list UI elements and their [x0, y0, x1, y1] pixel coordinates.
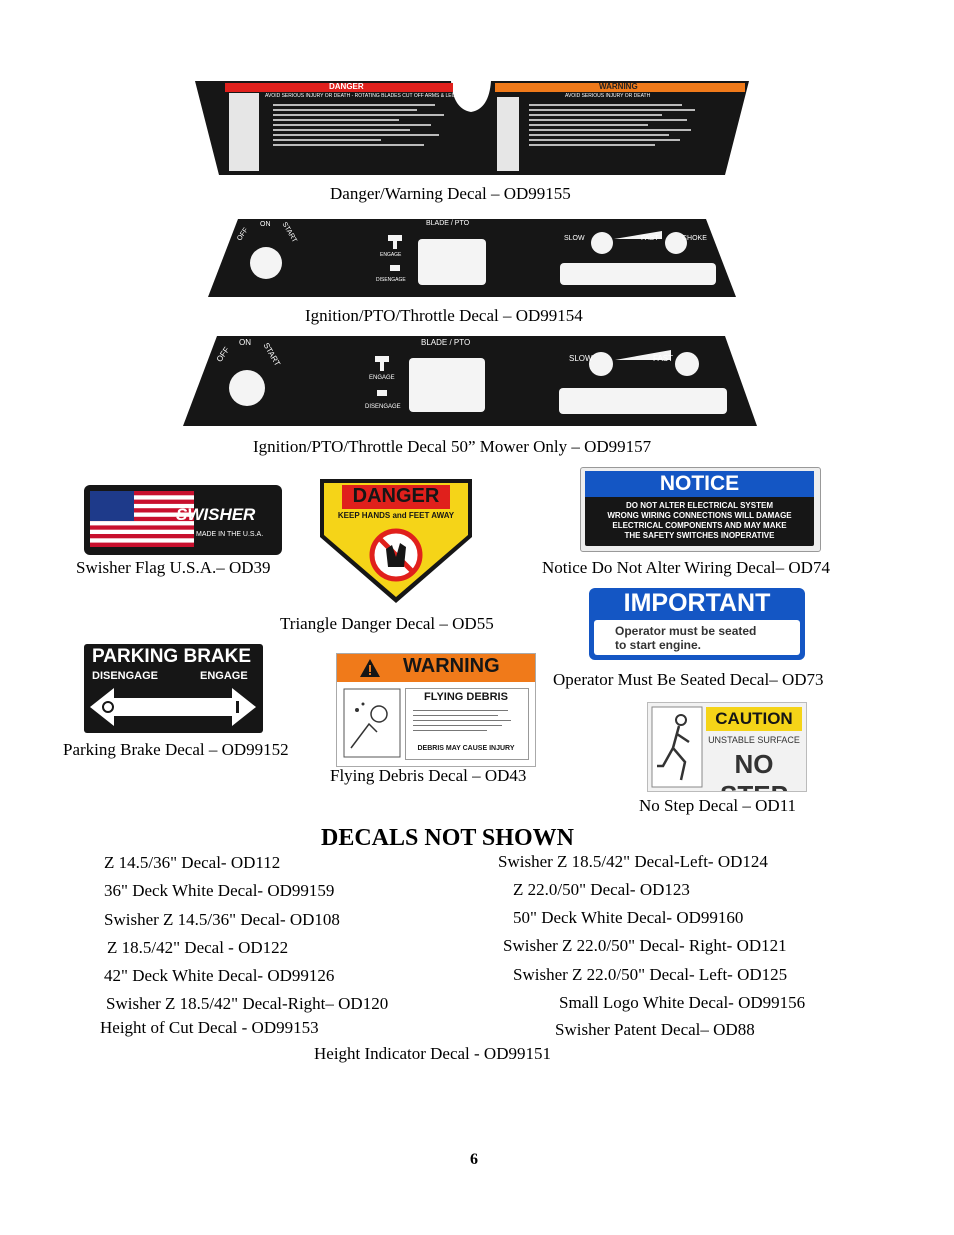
ignition-throttle-50-decal: OFF ON START BLADE / PTO ENGAGE DISENGAG…	[181, 334, 759, 428]
notice-caption: Notice Do Not Alter Wiring Decal– OD74	[542, 558, 830, 577]
ign-a-on: ON	[260, 221, 271, 228]
nostep-header: CAUTION	[706, 707, 802, 731]
ign-b-engage: ENGAGE	[369, 375, 395, 381]
notice-line-3: ELECTRICAL COMPONENTS AND MAY MAKE	[612, 521, 787, 530]
nostep-sub: UNSTABLE SURFACE	[708, 735, 800, 745]
ign-b-on: ON	[239, 338, 251, 347]
us-flag-icon	[90, 491, 194, 547]
notice-decal: NOTICE DO NOT ALTER ELECTRICAL SYSTEM WR…	[580, 467, 821, 552]
warning-triangle-icon	[360, 659, 380, 677]
ignition-a-caption: Ignition/PTO/Throttle Decal – OD99154	[305, 306, 583, 325]
not-shown-right-2: Z 22.0/50" Decal- OD123	[513, 880, 690, 899]
swisher-flag-decal: SWISHER MADE IN THE U.S.A.	[84, 485, 282, 555]
flag-brand: SWISHER	[176, 505, 256, 524]
flying-debris-icon	[343, 688, 401, 758]
person-stepping-icon	[651, 706, 703, 788]
ign-b-slow: SLOW	[569, 354, 593, 363]
ign-a-disengage: DISENGAGE	[376, 277, 406, 283]
ignition-b-caption: Ignition/PTO/Throttle Decal 50” Mower On…	[253, 437, 652, 456]
flying-debris-decal: WARNING FLYING DEBRIS DEBRIS MAY CAUSE I…	[336, 653, 536, 767]
flying-title: FLYING DEBRIS	[424, 691, 508, 703]
ign-a-fast: FAST	[641, 235, 659, 242]
flying-header: WARNING	[403, 655, 500, 677]
parking-disengage: DISENGAGE	[92, 670, 159, 682]
important-line-2: to start engine.	[615, 638, 702, 652]
triangle-caption: Triangle Danger Decal – OD55	[280, 614, 494, 633]
warning-bullets	[529, 101, 709, 149]
double-arrow-icon	[90, 688, 256, 726]
danger-header: DANGER	[329, 82, 364, 91]
important-caption: Operator Must Be Seated Decal– OD73	[553, 670, 824, 689]
ign-a-blade-pto: BLADE / PTO	[426, 220, 470, 227]
not-shown-last: Height Indicator Decal - OD99151	[314, 1044, 551, 1063]
ign-b-fast: FAST	[653, 354, 674, 363]
important-body	[594, 620, 800, 655]
ign-b-disengage: DISENGAGE	[365, 404, 401, 410]
ign-a-engage: ENGAGE	[380, 252, 402, 258]
not-shown-right-1: Swisher Z 18.5/42" Decal-Left- OD124	[498, 852, 768, 871]
ignition-decal-shape	[208, 219, 736, 297]
important-line-1: Operator must be seated	[615, 624, 757, 638]
parking-header: PARKING BRAKE	[92, 646, 252, 667]
not-shown-left-1: Z 14.5/36" Decal- OD112	[104, 853, 281, 872]
triangle-sub: KEEP HANDS and FEET AWAY	[337, 511, 455, 520]
not-shown-right-5: Swisher Z 22.0/50" Decal- Left- OD125	[513, 965, 788, 984]
not-shown-left-6: Swisher Z 18.5/42" Decal-Right– OD120	[106, 994, 389, 1013]
not-shown-left-3: Swisher Z 14.5/36" Decal- OD108	[104, 910, 340, 929]
notice-line-4: THE SAFETY SWITCHES INOPERATIVE	[624, 531, 775, 540]
notice-line-1: DO NOT ALTER ELECTRICAL SYSTEM	[626, 501, 773, 510]
not-shown-left-7: Height of Cut Decal - OD99153	[100, 1018, 319, 1037]
not-shown-left-5: 42" Deck White Decal- OD99126	[104, 966, 335, 985]
nostep-main: NO STEP	[720, 749, 788, 791]
ign-b-blade-pto: BLADE / PTO	[421, 338, 471, 347]
warning-header: WARNING	[599, 82, 638, 91]
ignition-50-decal-shape	[183, 336, 757, 426]
not-shown-left-4: Z 18.5/42" Decal - OD122	[107, 938, 289, 957]
not-shown-right-7: Swisher Patent Decal– OD88	[555, 1020, 755, 1039]
triangle-danger-decal: DANGER KEEP HANDS and FEET AWAY	[316, 475, 476, 605]
ignition-throttle-decal: OFF ON START BLADE / PTO ENGAGE DISENGAG…	[206, 217, 738, 299]
notice-line-2: WRONG WIRING CONNECTIONS WILL DAMAGE	[607, 511, 792, 520]
danger-warning-caption: Danger/Warning Decal – OD99155	[330, 184, 571, 203]
not-shown-left-2: 36" Deck White Decal- OD99159	[104, 881, 335, 900]
ign-a-choke: CHOKE	[682, 235, 707, 242]
page-number: 6	[470, 1151, 478, 1168]
important-header: IMPORTANT	[623, 589, 771, 617]
flying-footer: DEBRIS MAY CAUSE INJURY	[417, 745, 515, 752]
danger-bullets	[273, 101, 453, 149]
triangle-header: DANGER	[352, 485, 440, 507]
triangle-danger-shape	[320, 479, 472, 603]
flying-caption: Flying Debris Decal – OD43	[330, 766, 527, 785]
not-shown-right-3: 50" Deck White Decal- OD99160	[513, 908, 744, 927]
flag-made-in: MADE IN THE U.S.A.	[196, 531, 264, 538]
flying-body-lines	[413, 706, 519, 735]
not-shown-right-6: Small Logo White Decal- OD99156	[559, 993, 806, 1012]
ign-a-slow: SLOW	[564, 235, 585, 242]
nostep-caption: No Step Decal – OD11	[639, 796, 797, 815]
flag-caption: Swisher Flag U.S.A.– OD39	[76, 558, 271, 577]
not-shown-right-4: Swisher Z 22.0/50" Decal- Right- OD121	[503, 936, 787, 955]
parking-engage: ENGAGE	[200, 670, 248, 682]
parking-brake-decal: PARKING BRAKE DISENGAGE ENGAGE	[84, 644, 263, 733]
danger-warning-decal: DANGER AVOID SERIOUS INJURY OR DEATH - R…	[189, 79, 755, 177]
decals-not-shown-title: DECALS NOT SHOWN	[321, 825, 574, 851]
warning-subheader: AVOID SERIOUS INJURY OR DEATH	[565, 93, 651, 99]
notice-header: NOTICE	[585, 471, 814, 497]
danger-subheader: AVOID SERIOUS INJURY OR DEATH - ROTATING…	[265, 93, 459, 99]
important-decal: IMPORTANT Operator must be seated to sta…	[589, 588, 805, 660]
parking-caption: Parking Brake Decal – OD99152	[63, 740, 289, 759]
no-step-decal: CAUTION UNSTABLE SURFACE NO STEP	[647, 702, 807, 792]
flying-text-box	[405, 688, 529, 760]
